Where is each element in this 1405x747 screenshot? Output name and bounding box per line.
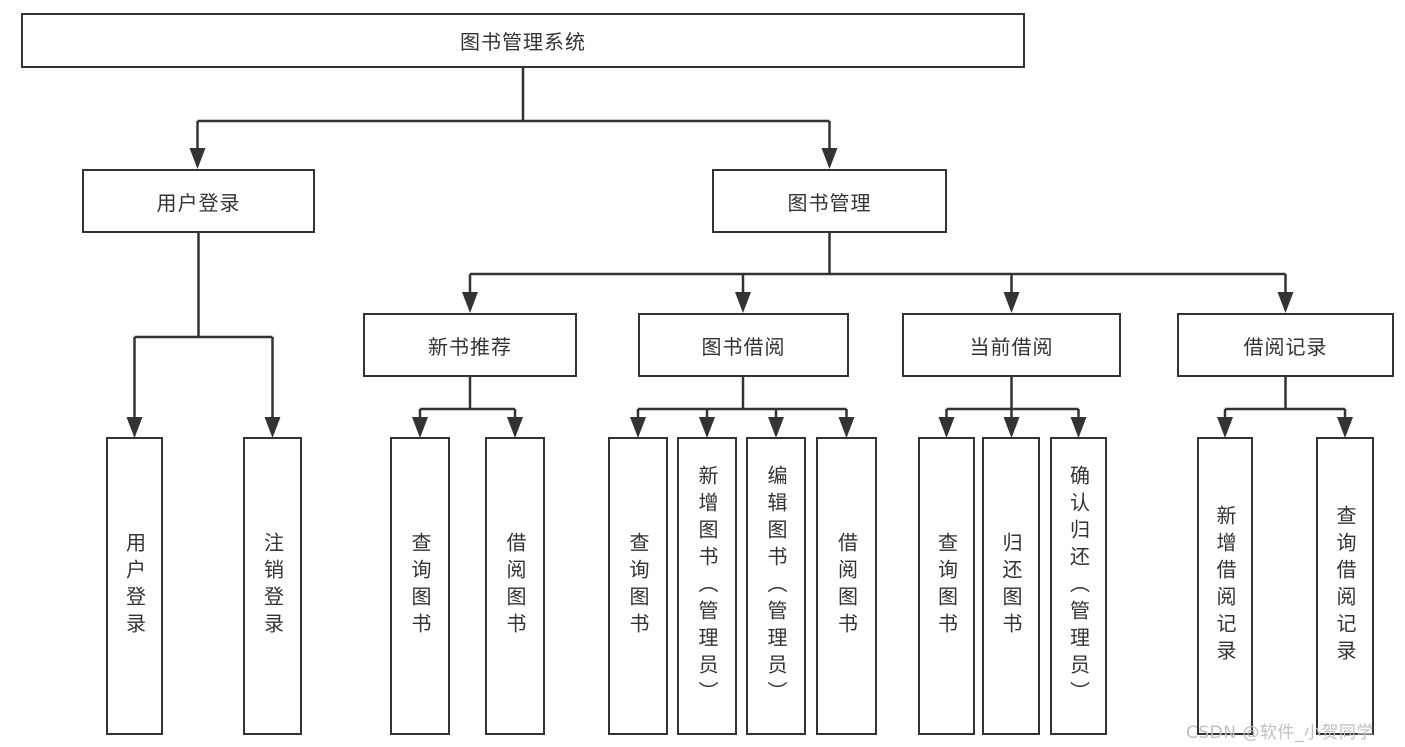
node-label: 图书管理 <box>787 190 872 215</box>
node-label: 查询图书 <box>408 532 432 640</box>
leaf-query-borrow-record: 查询借阅记录 <box>1316 437 1374 735</box>
node-label: 新增图书（管理员） <box>695 464 719 708</box>
node-user-login: 用户登录 <box>82 169 315 233</box>
node-library-management-system: 图书管理系统 <box>21 13 1025 68</box>
leaf-borrow-books-recommend: 借阅图书 <box>485 437 545 735</box>
node-label: 查询图书 <box>934 532 959 640</box>
leaf-add-borrow-record: 新增借阅记录 <box>1197 437 1253 735</box>
node-label: 编辑图书（管理员） <box>764 464 788 708</box>
node-label: 借阅图书 <box>834 532 859 640</box>
leaf-query-books-borrowing: 查询图书 <box>608 437 668 735</box>
node-label: 新增借阅记录 <box>1213 505 1237 667</box>
node-label: 借阅记录 <box>1243 334 1328 359</box>
node-label: 归还图书 <box>999 532 1023 640</box>
node-new-book-recommendation: 新书推荐 <box>363 313 577 377</box>
node-label: 当前借阅 <box>969 334 1054 359</box>
leaf-confirm-return-admin: 确认归还（管理员） <box>1050 437 1107 735</box>
leaf-add-book-admin: 新增图书（管理员） <box>677 437 737 735</box>
watermark-text: CSDN @软件_小贺同学 <box>1186 723 1374 743</box>
node-label: 查询借阅记录 <box>1333 505 1357 667</box>
node-label: 用户登录 <box>122 532 147 640</box>
leaf-borrow-books: 借阅图书 <box>816 437 877 735</box>
node-label: 图书管理系统 <box>460 30 586 54</box>
node-book-borrowing: 图书借阅 <box>638 313 849 377</box>
node-label: 查询图书 <box>626 532 650 640</box>
leaf-edit-book-admin: 编辑图书（管理员） <box>746 437 806 735</box>
leaf-logout: 注销登录 <box>243 437 302 735</box>
node-label: 借阅图书 <box>503 532 527 640</box>
leaf-query-books-current: 查询图书 <box>918 437 975 735</box>
node-label: 用户登录 <box>156 190 241 215</box>
node-label: 图书借阅 <box>701 334 786 359</box>
node-book-management: 图书管理 <box>712 169 947 233</box>
node-label: 注销登录 <box>260 532 285 640</box>
leaf-return-books: 归还图书 <box>982 437 1040 735</box>
node-label: 新书推荐 <box>428 334 512 359</box>
leaf-query-books-recommend: 查询图书 <box>390 437 450 735</box>
leaf-user-login: 用户登录 <box>106 437 163 735</box>
node-label: 确认归还（管理员） <box>1066 464 1091 708</box>
node-current-borrowing: 当前借阅 <box>902 313 1121 377</box>
node-borrowing-records: 借阅记录 <box>1177 313 1394 377</box>
